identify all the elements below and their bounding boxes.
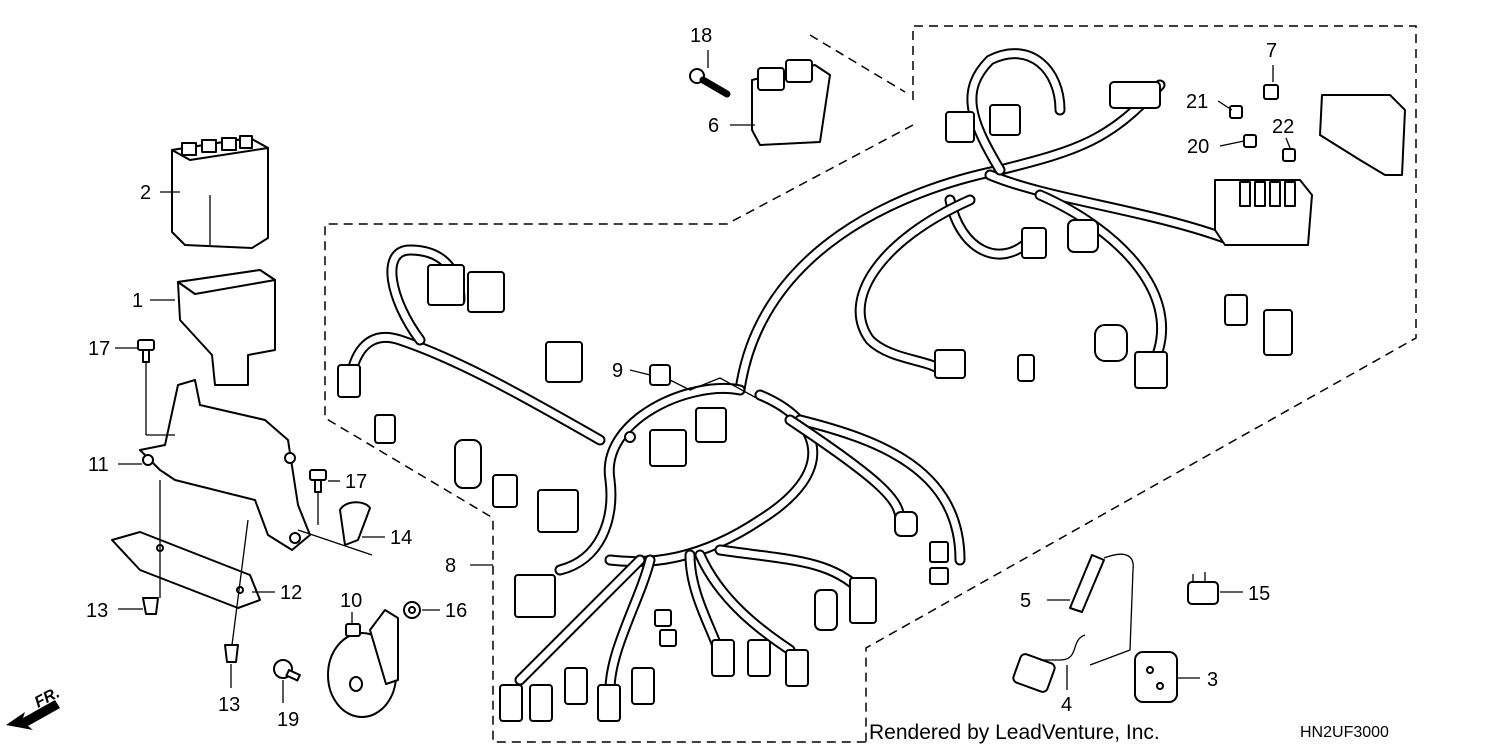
- callout-17: 17: [88, 338, 110, 360]
- part-11-bracket: [139, 379, 311, 551]
- callout-13: 13: [86, 600, 108, 622]
- callout-12: 12: [280, 582, 302, 604]
- callout-6: 6: [708, 115, 719, 137]
- group-outline-harness: [324, 25, 1417, 743]
- part-6-regulator: [751, 59, 831, 146]
- front-arrow-icon: [6, 700, 60, 730]
- main-wire-harness: [344, 48, 1236, 696]
- callout-21: 21: [1186, 91, 1208, 113]
- callout-17: 17: [345, 471, 367, 493]
- callout-19: 19: [277, 709, 299, 731]
- part-19-bolt: [273, 659, 301, 682]
- part-9-relay: [649, 364, 671, 386]
- callout-5: 5: [1020, 590, 1031, 612]
- callout-20: 20: [1187, 136, 1209, 158]
- part-1-rubber-cover: [177, 269, 276, 386]
- part-16-nut: [403, 601, 421, 619]
- part-18-bolt: [689, 68, 731, 98]
- part-12-plate: [111, 531, 261, 609]
- part-2-control-unit: [171, 135, 269, 249]
- part-15-connector: [1187, 572, 1219, 605]
- callout-22: 22: [1272, 116, 1294, 138]
- callout-9: 9: [612, 360, 623, 382]
- callout-4: 4: [1061, 694, 1072, 716]
- callout-1: 1: [132, 290, 143, 312]
- callout-8: 8: [445, 555, 456, 577]
- diagram-code: HN2UF3000: [1300, 724, 1389, 741]
- callout-7: 7: [1266, 40, 1277, 62]
- harness-connectors: [337, 81, 1293, 722]
- callout-13: 13: [218, 694, 240, 716]
- callout-14: 14: [390, 527, 412, 549]
- callout-16: 16: [445, 600, 467, 622]
- fuse-box: [1214, 84, 1406, 246]
- part-10-horn: [327, 609, 399, 718]
- part-3-grommet: [1134, 651, 1178, 703]
- callout-2: 2: [140, 182, 151, 204]
- callout-labels: 18 6 7 21 22 20 2 1 17 9 11 17 14 8 12 1…: [86, 25, 1294, 731]
- callout-15: 15: [1248, 583, 1270, 605]
- part-4-sensor: [1012, 634, 1086, 693]
- part-14-clamp: [339, 501, 371, 546]
- callout-11: 11: [88, 454, 109, 476]
- part-5-sensor: [1069, 553, 1134, 666]
- callout-18: 18: [690, 25, 712, 47]
- callout-3: 3: [1207, 669, 1218, 691]
- credit-text: Rendered by LeadVenture, Inc.: [869, 721, 1160, 744]
- part-13-clip: [142, 597, 239, 663]
- callout-10: 10: [340, 590, 362, 612]
- leader-lines: [115, 50, 1291, 703]
